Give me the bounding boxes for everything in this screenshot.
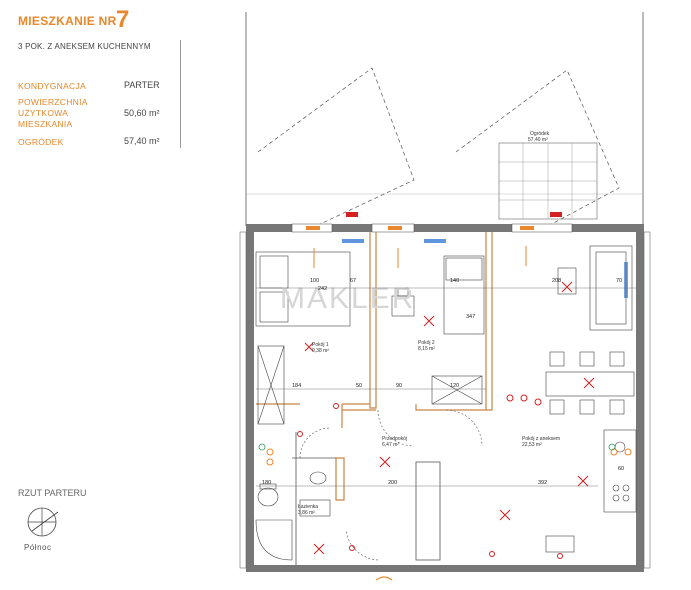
dim-70: 70 [616, 278, 622, 284]
apartment-title: MIESZKANIE NR [18, 14, 117, 28]
wardrobe-room1 [257, 345, 285, 425]
floor-value: PARTER [124, 80, 160, 90]
dining-set [545, 351, 635, 415]
room1-name: Pokój 1 [312, 342, 329, 348]
bath-name: Łazienka [298, 504, 318, 510]
watermark-text: MAKLER [280, 282, 415, 315]
compass-icon [27, 507, 59, 537]
garden-area: Ogródek 57,40 m² [245, 12, 644, 227]
outer-walls [239, 224, 651, 572]
apartment-info-panel: MIESZKANIE NR 7 3 POK. Z ANEKSEM KUCHENN… [0, 0, 185, 150]
bath-area: 3,86 m² [298, 510, 315, 516]
garden-name: Ogródek [530, 131, 550, 137]
wardrobe-room2 [431, 375, 483, 405]
dim-200: 200 [388, 480, 397, 486]
info-divider [180, 40, 181, 148]
area-label-1: POWIERZCHNIA [18, 97, 88, 107]
dimension-labels: 100 67 140 242 347 208 70 184 50 90 120 … [262, 278, 624, 486]
dim-120: 120 [450, 383, 459, 389]
dim-60: 60 [618, 466, 624, 472]
dim-242: 242 [318, 286, 327, 292]
north-label: Północ [24, 543, 52, 552]
entrance-marker [375, 576, 393, 581]
dim-347: 347 [466, 314, 475, 320]
garden-label: OGRÓDEK [18, 137, 64, 147]
hall-name: Przedpokój [382, 436, 407, 442]
room2-area: 8,15 m² [418, 346, 435, 352]
dim-140: 140 [450, 278, 459, 284]
living-name: Pokój z aneksem [522, 436, 560, 442]
area-label-3: MIESZKANIA [18, 119, 73, 129]
bathroom-fixtures [255, 471, 331, 561]
dim-392: 392 [538, 480, 547, 486]
garden-value: 57,40 m² [124, 136, 160, 146]
garden-area-text: 57,40 m² [528, 137, 548, 143]
electrical-markers [297, 281, 595, 559]
dim-67: 67 [350, 278, 356, 284]
cabinet [545, 535, 575, 553]
partition-walls [292, 432, 441, 565]
living-area: 22,53 m² [522, 442, 542, 448]
apartment-subtitle: 3 POK. Z ANEKSEM KUCHENNYM [18, 42, 151, 51]
doors [299, 409, 483, 561]
dim-184: 184 [292, 383, 301, 389]
kitchen-counter [603, 429, 637, 513]
floor-label: KONDYGNACJA [18, 81, 87, 91]
dim-208: 208 [552, 278, 561, 284]
dimension-lines [256, 287, 636, 487]
lamp-markers [266, 246, 632, 466]
dim-180: 180 [262, 480, 271, 486]
area-label-2: UŻYTKOWA [18, 108, 69, 118]
room2-name: Pokój 2 [418, 340, 435, 346]
vent-markers [258, 443, 616, 451]
bed-room2 [443, 255, 485, 335]
apartment-number: 7 [116, 6, 130, 33]
plan-title: RZUT PARTERU [18, 488, 87, 498]
interior-walls [256, 232, 493, 501]
dim-100: 100 [310, 278, 319, 284]
hall-area: 6,47 m² [382, 442, 399, 448]
area-value: 50,60 m² [124, 108, 160, 118]
coffee-table [557, 267, 577, 295]
room1-area: 9,38 m² [312, 348, 329, 354]
dim-50: 50 [356, 383, 362, 389]
dim-90: 90 [396, 383, 402, 389]
